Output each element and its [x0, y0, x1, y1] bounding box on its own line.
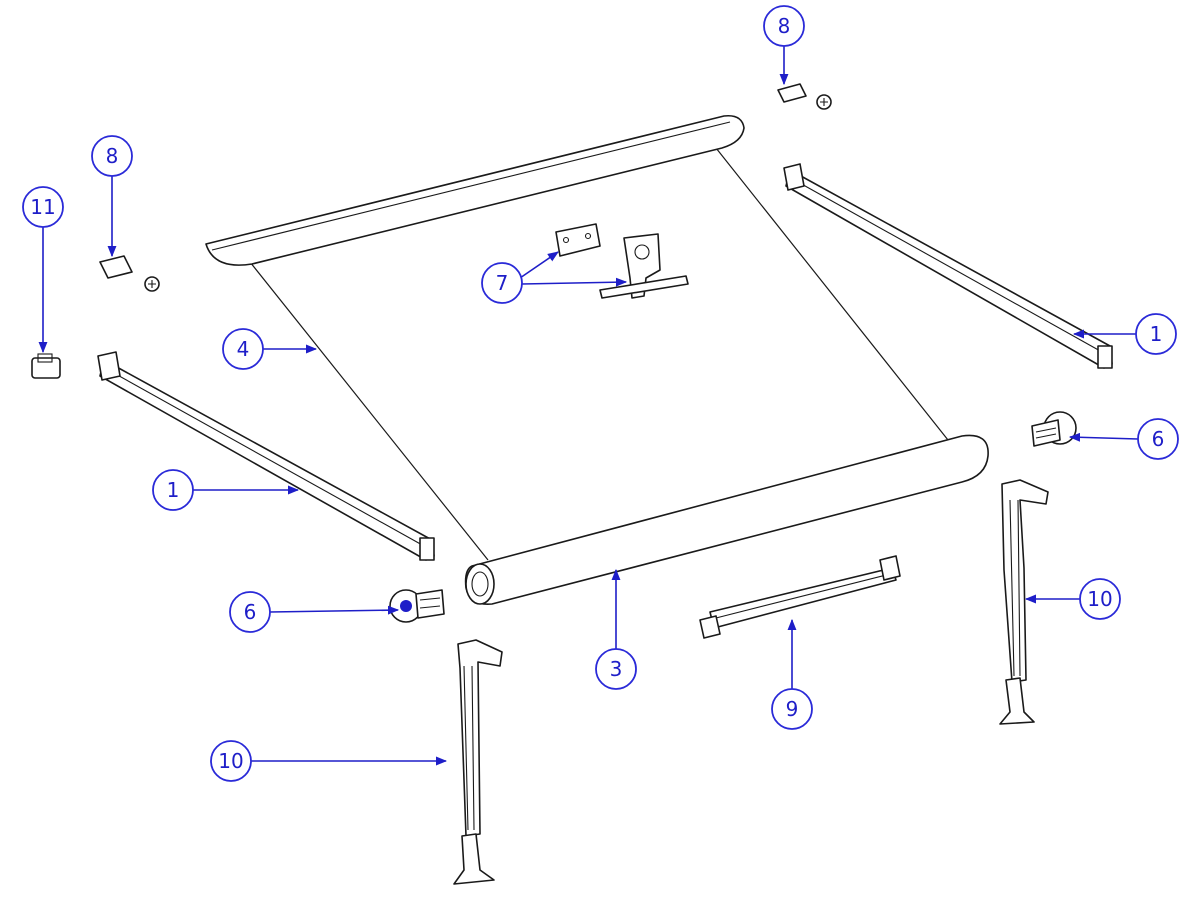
callout-label: 6 — [244, 600, 257, 624]
leader-line — [269, 605, 400, 615]
callout-circle — [771, 688, 813, 730]
callout-label: 9 — [786, 697, 799, 721]
callout-6-left: 6 — [229, 591, 400, 633]
callout-1-right: 1 — [1072, 313, 1177, 355]
callout-label: 8 — [106, 144, 119, 168]
roller-tube — [464, 434, 989, 605]
callout-label: 11 — [30, 195, 55, 219]
callout-11: 11 — [22, 186, 64, 354]
callout-7: 7 — [481, 251, 628, 304]
center-bracket — [555, 223, 689, 299]
callout-9: 9 — [771, 618, 813, 730]
callout-label: 1 — [167, 478, 180, 502]
callout-label: 3 — [610, 657, 623, 681]
callout-circle — [1137, 418, 1179, 460]
callout-10-left: 10 — [210, 740, 448, 782]
callout-circle — [22, 186, 64, 228]
support-arm-right — [783, 163, 1113, 369]
callout-label: 7 — [496, 271, 509, 295]
small-clip — [31, 353, 61, 379]
callout-circle — [595, 648, 637, 690]
support-leg-right — [999, 479, 1049, 725]
callout-circle — [229, 591, 271, 633]
leader-line — [519, 251, 559, 279]
callout-circle — [481, 262, 523, 304]
callout-1-left: 1 — [152, 469, 300, 511]
callout-3: 3 — [595, 568, 637, 690]
callout-circle — [152, 469, 194, 511]
callout-label: 6 — [1152, 427, 1165, 451]
end-cap-with-screw-top — [777, 83, 832, 110]
callout-10-right: 10 — [1024, 578, 1121, 620]
support-arm-left — [97, 351, 435, 561]
callout-label: 10 — [1087, 587, 1112, 611]
callout-label: 10 — [218, 749, 243, 773]
support-leg-left — [453, 639, 503, 885]
end-cap-with-screw-left — [99, 255, 160, 292]
top-cover-rail — [205, 114, 745, 266]
callout-circle — [1135, 313, 1177, 355]
callout-circle — [1079, 578, 1121, 620]
rail-assembly — [699, 555, 901, 639]
callout-4: 4 — [222, 328, 318, 370]
callout-circle — [210, 740, 252, 782]
leader-line — [521, 277, 628, 287]
callout-6-right: 6 — [1068, 418, 1179, 460]
end-cap-right — [1031, 411, 1077, 447]
callout-label: 4 — [237, 337, 250, 361]
leader-line — [1068, 432, 1139, 442]
callout-circle — [222, 328, 264, 370]
callout-circle — [91, 135, 133, 177]
callout-circle — [763, 5, 805, 47]
end-cap-left — [389, 589, 445, 623]
callout-label: 1 — [1150, 322, 1163, 346]
awning-fabric — [249, 147, 949, 561]
callout-label: 8 — [778, 14, 791, 38]
callout-8-left: 8 — [91, 135, 133, 258]
callout-8-top: 8 — [763, 5, 805, 86]
